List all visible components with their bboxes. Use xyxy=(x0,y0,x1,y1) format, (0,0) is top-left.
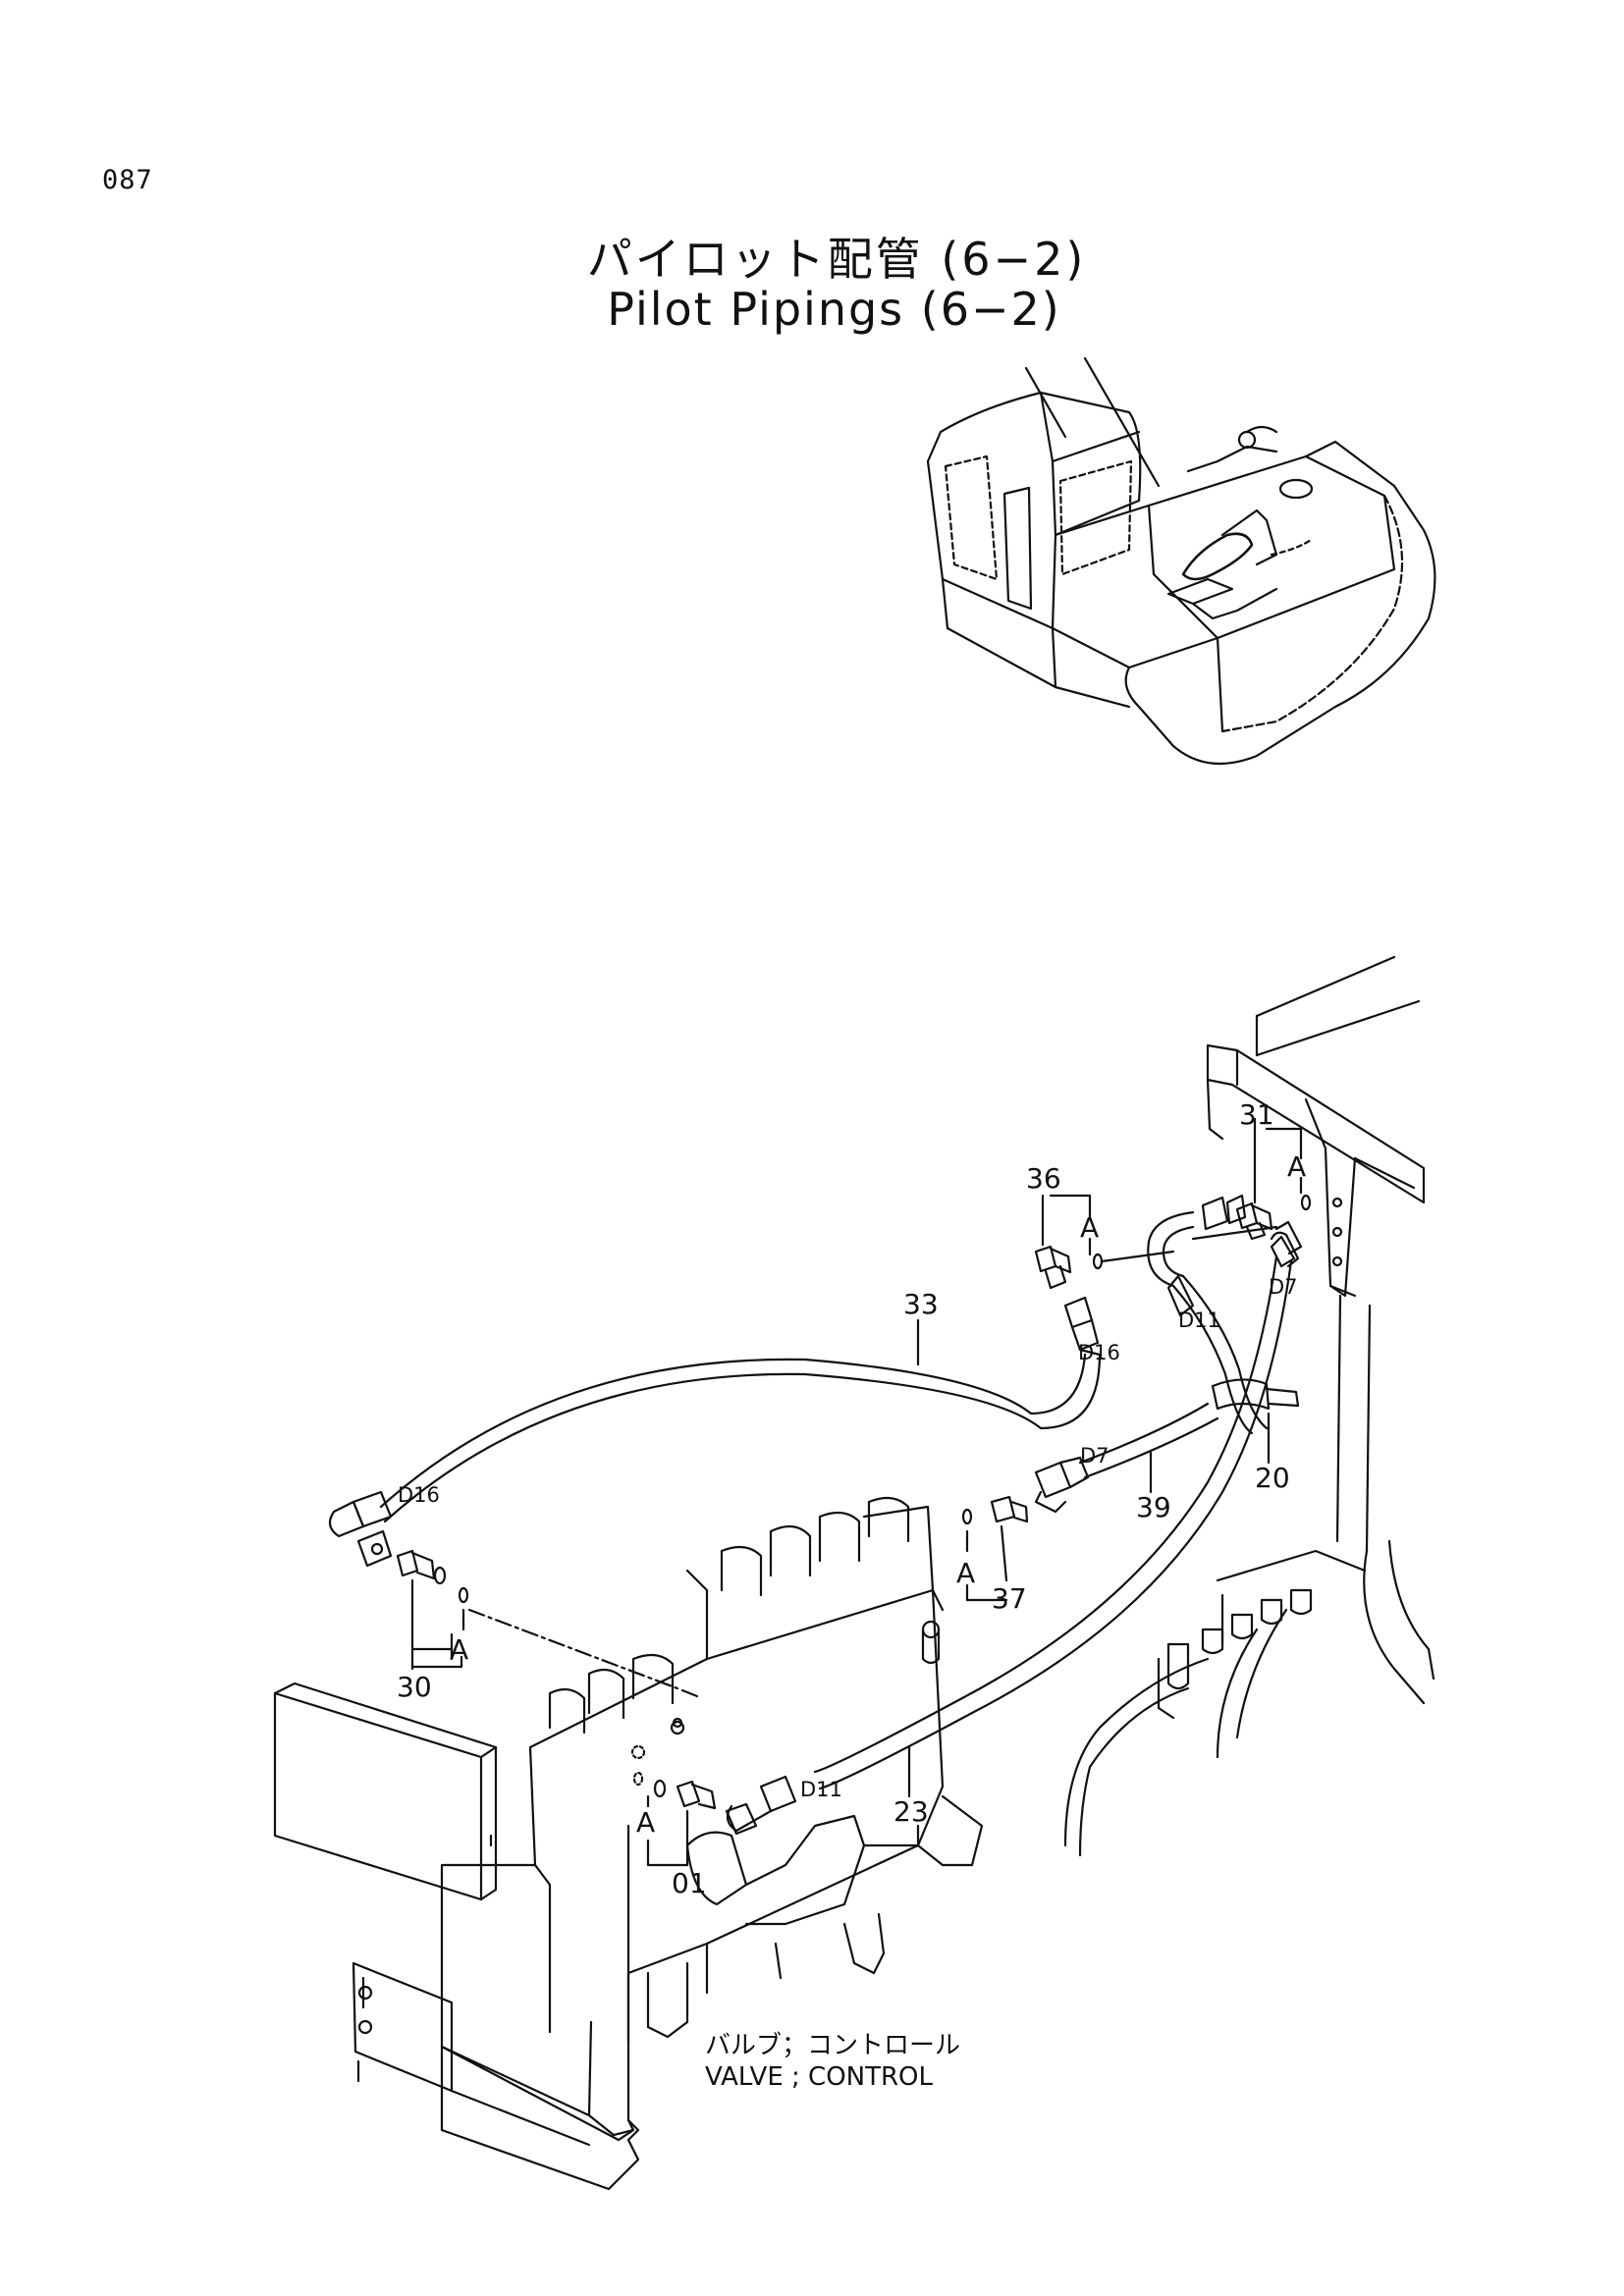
callout-37: 37 xyxy=(992,1582,1027,1615)
hose-23 xyxy=(813,1255,1278,1774)
page-title-japanese: パイロット配管 (6−2) xyxy=(586,233,1087,286)
valve-caption-english: VALVE ; CONTROL xyxy=(705,2062,934,2092)
hose-end-d7-mid: D7 xyxy=(1080,1444,1110,1468)
hose-33 xyxy=(379,1353,1087,1509)
callout-23: 23 xyxy=(893,1795,929,1828)
control-valve-body xyxy=(273,1496,984,2191)
page-number: 087 xyxy=(102,165,153,195)
excavator-overview-illustration xyxy=(926,356,1436,766)
hose-end-d16-left: D16 xyxy=(398,1483,440,1507)
page-title-english: Pilot Pipings (6−2) xyxy=(607,283,1061,336)
valve-caption-japanese: バルブ；コントロール xyxy=(705,2031,960,2060)
callout-a-30: A xyxy=(450,1633,468,1666)
callout-36: 36 xyxy=(1026,1162,1061,1195)
callout-a-01: A xyxy=(636,1806,655,1839)
callout-39: 39 xyxy=(1136,1491,1171,1523)
callout-a-37: A xyxy=(956,1557,975,1589)
callout-33: 33 xyxy=(903,1288,939,1320)
hose-end-d7-top: D7 xyxy=(1269,1275,1298,1299)
hose-end-d16-top: D16 xyxy=(1078,1341,1120,1364)
callout-a-36: A xyxy=(1080,1211,1099,1244)
callout-30: 30 xyxy=(397,1671,432,1703)
callout-01: 01 xyxy=(672,1867,707,1899)
hose-end-d11-top: D11 xyxy=(1178,1308,1220,1332)
frame-bracket xyxy=(1063,955,1435,1857)
callout-20: 20 xyxy=(1255,1462,1290,1494)
hose-39 xyxy=(1078,1402,1210,1465)
callout-31: 31 xyxy=(1239,1098,1274,1131)
hose-end-d11-bottom: D11 xyxy=(800,1778,842,1801)
callout-a-31: A xyxy=(1287,1150,1306,1183)
